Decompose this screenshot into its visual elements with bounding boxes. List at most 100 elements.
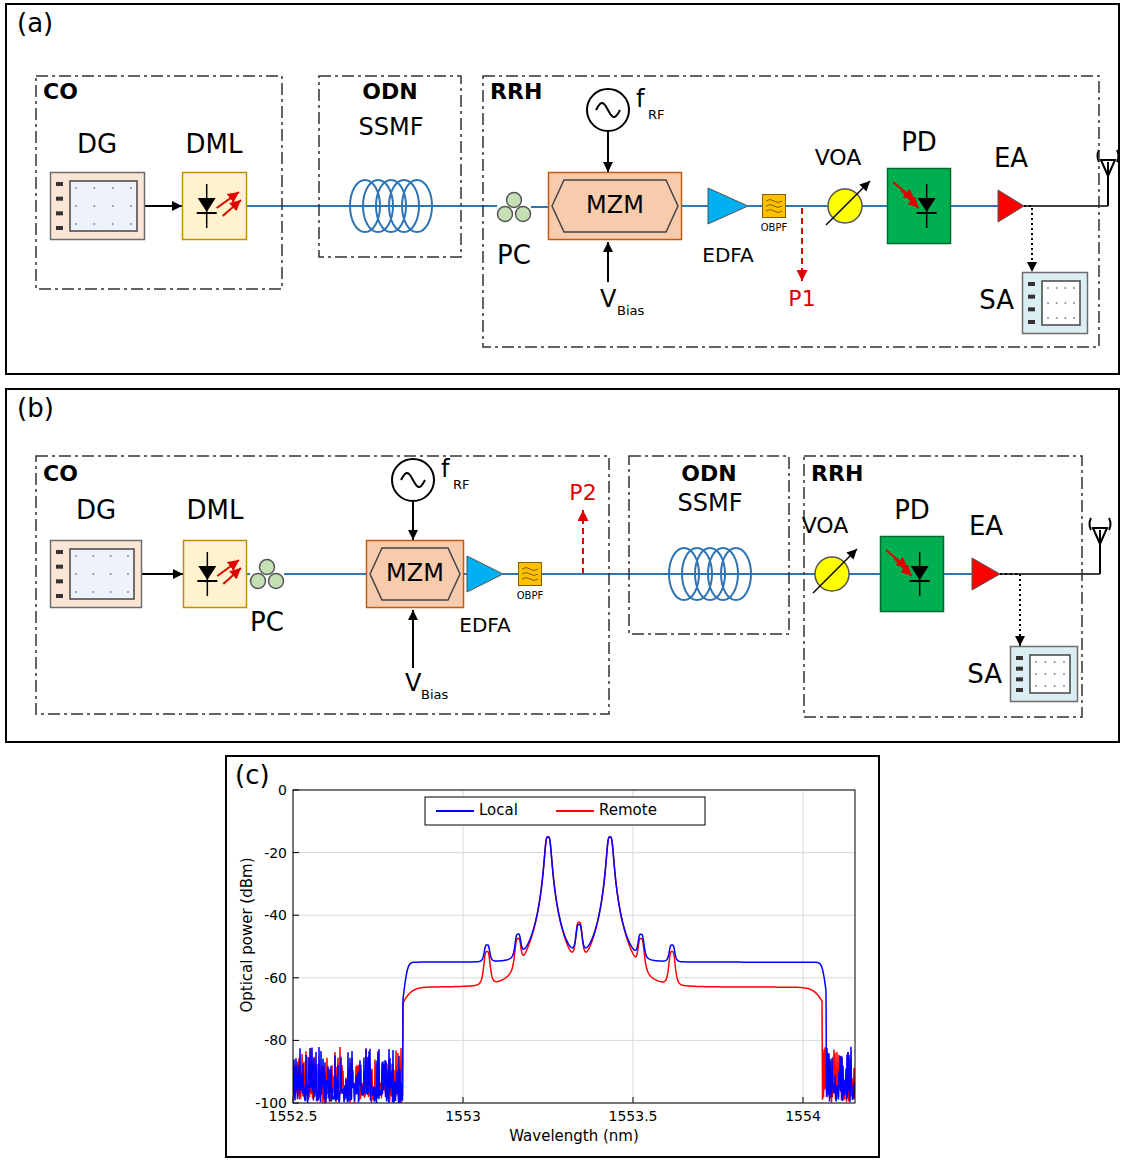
- annotation-label: -80: [264, 1032, 287, 1048]
- annotation-label: V: [600, 286, 616, 314]
- analyzer-box: SA: [1022, 272, 1088, 334]
- annotation-label: -20: [264, 845, 287, 861]
- annotation-label: Wavelength (nm): [509, 1128, 639, 1145]
- component-label: RF: [453, 478, 470, 493]
- component-label: DML: [187, 496, 244, 526]
- component-label: SA: [967, 660, 1002, 690]
- laser-box: DML: [183, 540, 247, 608]
- optical-filter: OBPF: [762, 194, 786, 218]
- attenuator-circle-outline: [828, 189, 862, 223]
- attenuator-circle: VOA: [828, 189, 862, 223]
- tick-mark: [293, 852, 299, 853]
- data-generator-outline: [50, 172, 145, 240]
- attenuator-circle-outline: [815, 557, 849, 591]
- photodiode-box-outline: [880, 536, 944, 612]
- tap-arrow: [802, 208, 803, 281]
- signal-arrow: [142, 573, 183, 575]
- laser-box-outline: [182, 172, 247, 240]
- photodiode-box: PD: [880, 536, 944, 612]
- data-generator: DG: [50, 172, 145, 240]
- panel-frame-outline: [5, 388, 1120, 743]
- grid-line: [293, 852, 855, 853]
- fiber-link: [862, 205, 887, 207]
- amplifier-triangle: EDFA: [708, 188, 748, 224]
- fiber-link: [951, 205, 998, 207]
- rf-source: fRF: [586, 88, 630, 132]
- amplifier-triangle: EA: [972, 558, 1000, 590]
- fiber-link: [756, 573, 815, 575]
- bias-arrow: [608, 242, 609, 282]
- amplifier-triangle: EDFA: [467, 556, 503, 592]
- component-label: RRH: [490, 79, 542, 104]
- component-label: DML: [186, 130, 243, 160]
- remote-trace: [293, 837, 855, 1103]
- laser-box: DML: [182, 172, 247, 240]
- component-label: VOA: [815, 145, 862, 170]
- plot-frame: [293, 790, 855, 1103]
- tick-mark: [633, 1097, 634, 1103]
- component-label: EA: [994, 144, 1028, 174]
- bias-arrow: [413, 610, 414, 668]
- component-label: RF: [648, 108, 665, 123]
- legend-sample: [436, 810, 474, 812]
- legend-label: Remote: [599, 802, 657, 819]
- component-label: MZM: [586, 192, 644, 220]
- grid-line: [293, 915, 855, 916]
- signal-arrow: [1024, 206, 1032, 272]
- laser-box-outline: [183, 540, 247, 608]
- rf-source-outline: [391, 458, 435, 502]
- component-label: DG: [77, 130, 117, 160]
- component-label: PD: [894, 496, 930, 526]
- component-label: (a): [17, 9, 53, 39]
- annotation-label: Bias: [617, 304, 644, 319]
- fiber-link: [682, 205, 708, 207]
- rf-source: fRF: [391, 458, 435, 502]
- polarization-controller: PC: [250, 562, 284, 586]
- fiber-spool-outline: [664, 546, 756, 602]
- tick-mark: [293, 977, 299, 978]
- component-label: EDFA: [702, 244, 753, 267]
- output-wire: [1024, 206, 1108, 207]
- polarization-controller-outline: [497, 195, 531, 219]
- optical-filter: OBPF: [518, 562, 542, 586]
- grid-line: [803, 790, 804, 1103]
- component-label: OBPF: [517, 590, 544, 602]
- signal-arrow: [1000, 574, 1020, 646]
- amplifier-triangle: EA: [998, 190, 1024, 222]
- site-group: CODGDMLPCfRFMZMEDFAOBPF: [35, 455, 610, 715]
- annotation-label: Optical power (dBm): [239, 857, 256, 1012]
- signal-arrow: [607, 132, 609, 172]
- component-label: VOA: [802, 513, 849, 538]
- component-label: CO: [43, 79, 78, 104]
- tick-mark: [463, 1097, 464, 1103]
- component-label: EA: [969, 512, 1003, 542]
- photodiode-box: PD: [887, 168, 951, 244]
- fiber-link: [944, 573, 972, 575]
- antenna-symbol: [1090, 518, 1111, 574]
- tick-mark: [803, 1097, 804, 1103]
- fiber-spool-outline: [345, 178, 437, 234]
- fiber-link: [849, 573, 880, 575]
- fiber-link: [503, 573, 518, 575]
- legend-sample: [556, 810, 594, 812]
- component-label: ODN: [362, 79, 417, 104]
- optical-filter-outline: [762, 194, 786, 218]
- component-label: RRH: [811, 461, 863, 486]
- polarization-controller: PC: [497, 195, 531, 219]
- component-label: PD: [901, 128, 937, 158]
- data-generator-outline: [50, 540, 142, 608]
- panel-frame: (b)CODGDMLPCfRFMZMEDFAOBPFODNSSMFRRHVOAP…: [5, 388, 1120, 743]
- fiber-link: [531, 206, 548, 208]
- site-group: ODNSSMF: [628, 455, 790, 635]
- annotation-label: 0: [278, 782, 287, 798]
- annotation-label: 1552.5: [269, 1108, 318, 1124]
- component-label: SSMF: [678, 490, 743, 518]
- annotation-label: 1553.5: [609, 1108, 658, 1124]
- amplifier-triangle-outline: [467, 556, 503, 592]
- polarization-controller-outline: [250, 562, 284, 586]
- fiber-link: [437, 205, 497, 207]
- fiber-link: [247, 573, 250, 575]
- fiber-link: [247, 205, 345, 207]
- annotation-label: P2: [569, 480, 596, 505]
- amplifier-triangle-outline: [998, 190, 1024, 222]
